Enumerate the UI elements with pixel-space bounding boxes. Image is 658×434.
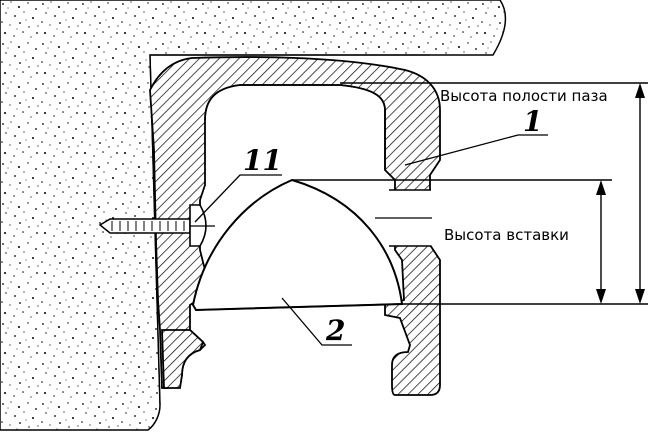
cavity-height-label: Высота полости паза (440, 87, 608, 105)
insert-height-dimension (596, 180, 606, 304)
leader-part-2 (281, 297, 352, 346)
insert-base-line (195, 303, 403, 311)
insert-body (191, 178, 404, 312)
leader-part-1 (404, 134, 548, 166)
profile-left-foot (161, 329, 205, 389)
part-number-2: 2 (325, 314, 345, 347)
cavity-height-dimension (635, 83, 645, 304)
part-number-1: 1 (523, 105, 542, 138)
part-number-11: 11 (243, 144, 282, 177)
cavity-inner (204, 84, 386, 170)
screw (98, 204, 215, 247)
insert-height-label: Высота вставки (444, 226, 569, 244)
leader-part-11 (194, 174, 282, 223)
